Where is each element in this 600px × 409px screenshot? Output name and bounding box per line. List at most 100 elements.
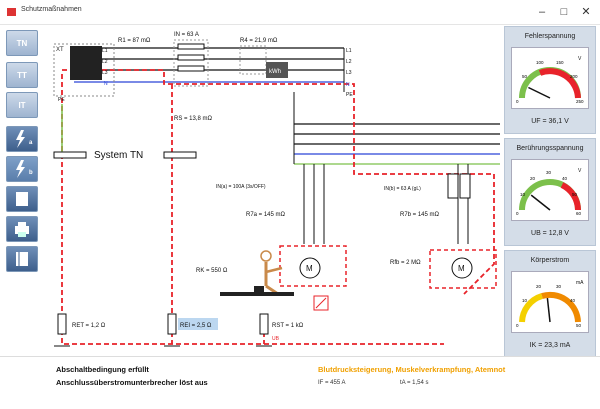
- person-arm: [265, 266, 283, 274]
- tick: 10: [520, 192, 526, 197]
- xt-label: XT: [56, 47, 64, 53]
- gauge-arc-green: [519, 179, 581, 211]
- tick: 200: [570, 74, 578, 79]
- fault-b-button[interactable]: b: [6, 156, 38, 182]
- tick: 50: [522, 74, 528, 79]
- tr-l3: L3: [102, 70, 108, 76]
- bus-label-pe: PE: [346, 92, 353, 98]
- kwh-meter: [266, 62, 288, 78]
- gauge-svg: mA 0 10 20 30 40 50: [516, 280, 584, 328]
- system-label: System TN: [94, 150, 143, 161]
- fault-a-button[interactable]: a: [6, 126, 38, 152]
- beruehrungsspannung-value: UB = 12,8 V: [531, 230, 569, 237]
- in-label: IN = 63 A: [174, 32, 199, 38]
- tick: 0: [516, 211, 519, 216]
- motor-a-frame: [279, 245, 347, 287]
- close-icon[interactable]: ✕: [581, 6, 591, 18]
- tick: 40: [562, 176, 568, 181]
- tr-n: N: [104, 81, 108, 87]
- transformer-core: [70, 46, 102, 80]
- fault-path-top: [62, 69, 355, 90]
- status-line-1: Abschaltbedingung erfüllt: [56, 365, 149, 374]
- svg-text:b: b: [29, 170, 33, 176]
- status-line-2: Anschlussüberstromunterbrecher löst aus: [56, 378, 208, 387]
- in-b-label: IN(b) = 63 A (gL): [384, 186, 421, 192]
- panel-beruehrungsspannung: Berührungsspannung V 0 10 20 30 40 50 60…: [504, 138, 596, 246]
- tick: 0: [516, 99, 519, 104]
- rs-label: RS = 13,8 mΩ: [174, 116, 213, 122]
- fehlerspannung-gauge: V 0 50 100 150 200 250: [511, 47, 589, 109]
- tick: 20: [530, 176, 536, 181]
- koerperstrom-value: IK = 23,3 mA: [529, 342, 571, 349]
- tick: 50: [576, 323, 582, 328]
- rst-label: RST = 1 kΩ: [272, 323, 304, 329]
- r7b-label: R7b = 145 mΩ: [400, 212, 440, 218]
- printer-icon: [15, 222, 29, 237]
- koerperstrom-title: Körperstrom: [530, 257, 570, 264]
- circuit-diagram: XT L1 L2 L3 N PE R1 = 87 mΩ IN = 63 A R4…: [53, 32, 500, 347]
- gauge-arc-orange: [541, 291, 581, 323]
- svg-text:a: a: [29, 140, 33, 146]
- r1-label: R1 = 87 mΩ: [118, 38, 151, 44]
- maximize-icon[interactable]: □: [560, 6, 568, 18]
- lightning-b-icon: b: [16, 160, 33, 178]
- motor-a-label: M: [306, 264, 313, 273]
- fault-path-right: [353, 90, 495, 295]
- plate-block: [254, 286, 264, 292]
- book-button[interactable]: [6, 246, 38, 272]
- motor-b-label: M: [458, 264, 465, 273]
- transformer-frame: [53, 43, 115, 97]
- title-bar: Schutzmaßnahmen – □ ✕: [0, 0, 600, 25]
- fuse-b-2: [459, 173, 471, 199]
- rei-highlight: [178, 318, 218, 330]
- gauge-arc-red: [538, 68, 581, 99]
- status-ta: tA = 1,54 s: [400, 380, 429, 386]
- koerperstrom-unit: mA: [576, 280, 584, 286]
- tick: 250: [576, 99, 584, 104]
- fuse-3: [177, 65, 205, 72]
- r4-label: R4 = 21,9 mΩ: [240, 38, 278, 44]
- pe-label: PE: [58, 97, 65, 103]
- print-button[interactable]: [6, 216, 38, 242]
- bus-label-l1: L1: [346, 48, 352, 54]
- tick: 0: [516, 323, 519, 328]
- panel-koerperstrom: Körperstrom mA 0 10 20 30 40 50 IK = 23,…: [504, 250, 596, 358]
- koerperstrom-gauge: mA 0 10 20 30 40 50: [511, 271, 589, 333]
- in-a-label: IN(a) = 100A (3s/OFF): [216, 184, 266, 190]
- gauge-arc-red: [560, 182, 581, 211]
- toolbar: TN TT IT a b: [6, 28, 40, 348]
- gauge-needle: [530, 194, 551, 211]
- minimize-icon[interactable]: –: [538, 6, 546, 18]
- tick: 40: [570, 298, 576, 303]
- tick: 10: [522, 298, 528, 303]
- r7a-label: R7a = 145 mΩ: [246, 212, 286, 218]
- motor-a: [299, 257, 321, 279]
- tr-l1: L1: [102, 48, 108, 54]
- system-tn-button[interactable]: TN: [6, 30, 38, 56]
- rei-resistor: [167, 313, 177, 335]
- new-button[interactable]: [6, 186, 38, 212]
- tick: 30: [556, 284, 562, 289]
- gauge-needle: [528, 86, 551, 99]
- tick: 50: [572, 192, 578, 197]
- gauge-arc-yellow: [519, 293, 544, 323]
- person-head: [260, 250, 272, 262]
- ub-label: UB: [272, 336, 280, 342]
- fuse-frame: [173, 39, 209, 87]
- app-icon: [7, 8, 16, 16]
- tick: 100: [536, 60, 544, 65]
- fault-path-left: [61, 74, 444, 345]
- window-title: Schutzmaßnahmen: [21, 6, 82, 13]
- ret-resistor: [57, 313, 67, 335]
- pen-res-left: [53, 151, 87, 159]
- kwh-label: kWh: [269, 69, 281, 75]
- gauge-svg: V 0 10 20 30 40 50 60: [516, 168, 582, 216]
- system-tt-button[interactable]: TT: [6, 62, 38, 88]
- panel-fehlerspannung: Fehlerspannung V 0 50 100 150 200 250 UF…: [504, 26, 596, 134]
- rei-label: REI = 2,5 Ω: [180, 323, 212, 329]
- bus-label-n: N: [346, 82, 350, 88]
- status-bar: Abschaltbedingung erfüllt Anschlussübers…: [0, 356, 600, 409]
- fehlerspannung-unit: V: [578, 56, 582, 62]
- standing-plate: [220, 292, 294, 296]
- system-it-button[interactable]: IT: [6, 92, 38, 118]
